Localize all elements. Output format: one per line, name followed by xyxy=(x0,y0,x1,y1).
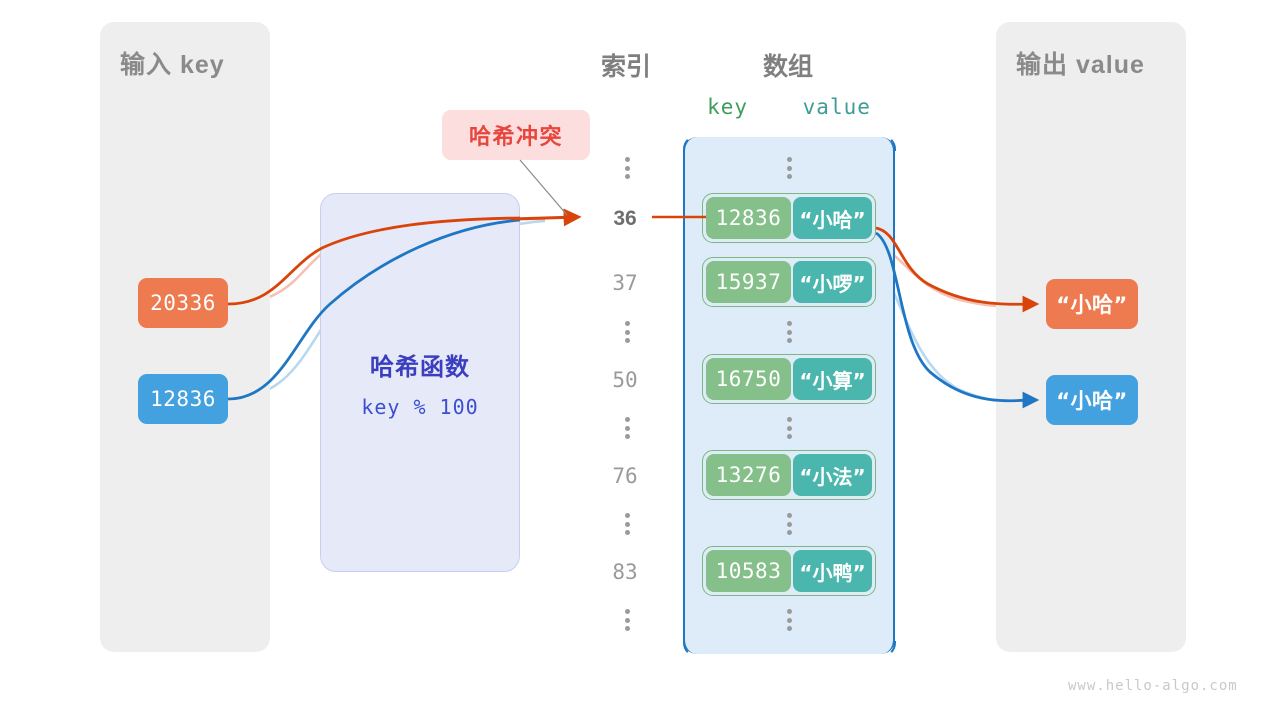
output-panel xyxy=(996,22,1186,652)
bucket-value-83: “小鸭” xyxy=(792,550,872,592)
bucket-row-76: 13276 “小法” xyxy=(702,450,876,500)
output-value-0: “小哈” xyxy=(1046,279,1138,329)
index-label-83: 83 xyxy=(612,560,638,584)
array-column-headers: key value xyxy=(683,95,895,119)
input-panel-title: 输入 key xyxy=(120,51,225,79)
index-label-76: 76 xyxy=(612,464,638,488)
bucket-key-37: 15937 xyxy=(706,261,791,303)
bucket-key-76: 13276 xyxy=(706,454,791,496)
bucket-value-50: “小算” xyxy=(792,358,872,400)
hash-collision-callout: 哈希冲突 xyxy=(442,110,590,160)
callout-leader-line xyxy=(519,159,568,216)
array-heading: 数组 xyxy=(762,53,813,81)
index-ellipsis-3 xyxy=(617,513,637,535)
array-ellipsis-2 xyxy=(779,417,799,439)
arrow-to-index-36 xyxy=(511,208,582,227)
bucket-row-37: 15937 “小啰” xyxy=(702,257,876,307)
bucket-value-76: “小法” xyxy=(792,454,872,496)
bucket-row-36: 12836 “小哈” xyxy=(702,193,876,243)
bucket-value-37: “小啰” xyxy=(792,261,872,303)
output-value-1: “小哈” xyxy=(1046,375,1138,425)
index-label-50: 50 xyxy=(612,368,638,392)
input-key-1-label: 12836 xyxy=(150,387,216,411)
bucket-row-83: 10583 “小鸭” xyxy=(702,546,876,596)
array-ellipsis-1 xyxy=(779,321,799,343)
hash-function-box xyxy=(320,193,520,572)
index-column-heading: 索引 xyxy=(600,53,651,81)
index-label-36: 36 xyxy=(613,207,637,230)
output-value-0-label: “小哈” xyxy=(1056,293,1128,317)
bucket-key-50: 16750 xyxy=(706,358,791,400)
bucket-key-36: 12836 xyxy=(706,197,791,239)
hash-function-formula: key % 100 xyxy=(361,395,479,419)
bucket-row-50: 16750 “小算” xyxy=(702,354,876,404)
bucket-key-83: 10583 xyxy=(706,550,791,592)
index-ellipsis-2 xyxy=(617,417,637,439)
input-panel xyxy=(100,22,270,652)
watermark: www.hello-algo.com xyxy=(1068,678,1238,694)
input-key-1: 12836 xyxy=(138,374,228,424)
output-value-1-label: “小哈” xyxy=(1056,389,1128,413)
index-ellipsis-0 xyxy=(617,157,637,179)
bucket-value-36: “小哈” xyxy=(792,197,872,239)
array-ellipsis-4 xyxy=(779,609,799,631)
input-key-0: 20336 xyxy=(138,278,228,328)
index-ellipsis-1 xyxy=(617,321,637,343)
column-header-value: value xyxy=(802,95,871,119)
index-ellipsis-4 xyxy=(617,609,637,631)
column-header-key: key xyxy=(707,95,749,119)
array-ellipsis-3 xyxy=(779,513,799,535)
output-panel-title: 输出 value xyxy=(1016,51,1145,79)
index-label-37: 37 xyxy=(612,271,638,295)
hash-collision-label: 哈希冲突 xyxy=(468,124,563,149)
hash-function-title: 哈希函数 xyxy=(370,354,470,381)
array-ellipsis-0 xyxy=(779,157,799,179)
input-key-0-label: 20336 xyxy=(150,291,216,315)
